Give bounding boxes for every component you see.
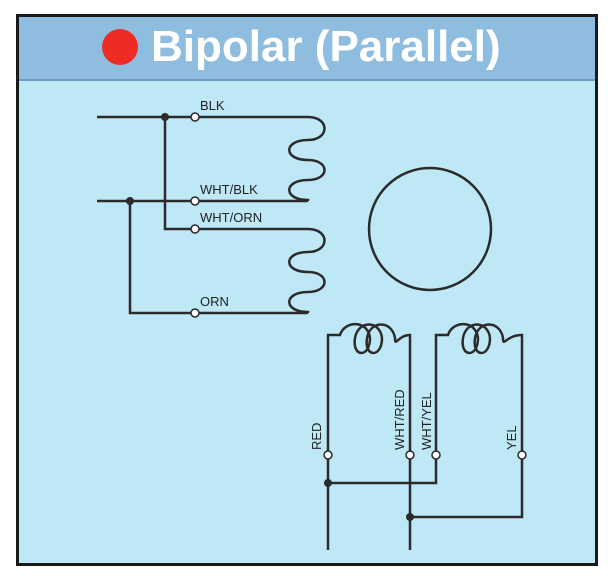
terminal-wht-red bbox=[405, 450, 415, 460]
junction-node bbox=[324, 479, 332, 487]
label-wht-red: WHT/RED bbox=[392, 389, 407, 450]
terminal-blk bbox=[190, 112, 200, 122]
label-red: RED bbox=[309, 423, 324, 450]
wiring-diagram: BLK WHT/BLK WHT/ORN ORN RED WH bbox=[97, 98, 527, 550]
wht-blk-tap-wire bbox=[128, 201, 195, 315]
diagram-frame: Bipolar (Parallel) bbox=[16, 14, 598, 566]
bus-whtred-yel-wire bbox=[408, 455, 524, 550]
label-blk: BLK bbox=[200, 98, 225, 113]
title-bar: Bipolar (Parallel) bbox=[19, 17, 595, 81]
junction-node bbox=[161, 113, 169, 121]
terminal-red bbox=[323, 450, 333, 460]
label-wht-orn: WHT/ORN bbox=[200, 210, 262, 225]
bus-red-yel-wire bbox=[326, 455, 438, 550]
junction-node bbox=[126, 197, 134, 205]
terminal-wht-yel bbox=[431, 450, 441, 460]
terminal-wht-orn bbox=[190, 224, 200, 234]
label-orn: ORN bbox=[200, 294, 229, 309]
label-wht-blk: WHT/BLK bbox=[200, 182, 258, 197]
red-dot-icon bbox=[102, 29, 138, 65]
coil1-winding bbox=[288, 115, 326, 202]
terminal-yel bbox=[517, 450, 527, 460]
blk-tap-wire bbox=[163, 117, 195, 231]
label-yel: YEL bbox=[504, 425, 519, 450]
label-wht-yel: WHT/YEL bbox=[419, 392, 434, 450]
rotor-circle bbox=[367, 166, 493, 292]
coil4-winding bbox=[434, 322, 524, 455]
coil3-winding bbox=[326, 322, 412, 455]
junction-node bbox=[406, 513, 414, 521]
coil2-winding bbox=[288, 227, 326, 314]
terminal-orn bbox=[190, 308, 200, 318]
terminal-wht-blk bbox=[190, 196, 200, 206]
page-title: Bipolar (Parallel) bbox=[151, 22, 501, 71]
